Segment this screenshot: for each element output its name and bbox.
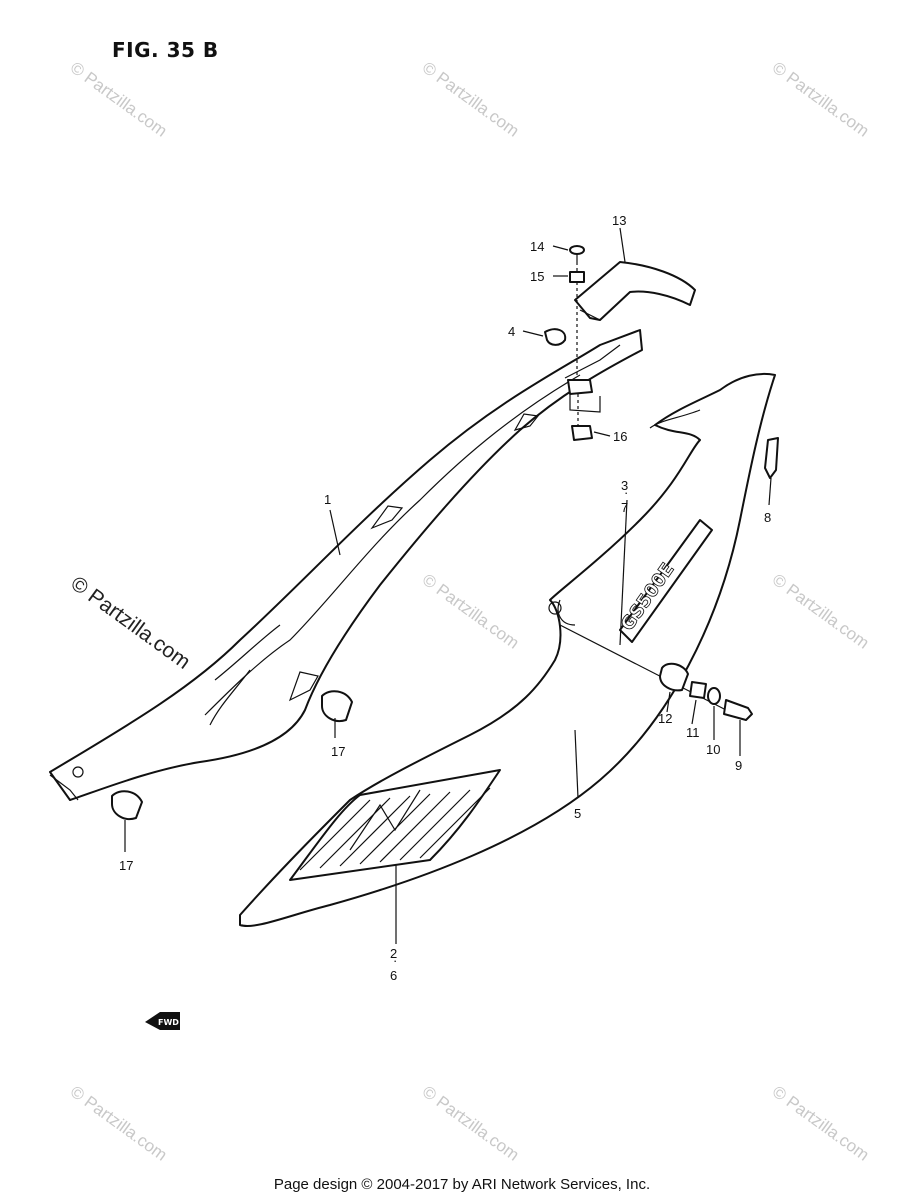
callout-15: 15 [530,269,544,284]
part-11-collar [689,681,707,699]
callout-6: 6 [390,968,397,983]
part-2-decal [289,769,501,881]
part-8-clip [764,437,779,479]
mount-bracket [567,379,593,395]
figure-title: FIG. 35 B [112,38,219,62]
callout-7: 7 [621,500,628,515]
callout-1: 1 [324,492,331,507]
fwd-arrow-icon: FWD [145,1012,180,1030]
part-5-frame-cover-right: GS500E [239,372,776,927]
part-14-screw [569,245,585,262]
part-13-rear-clamp [574,261,696,321]
callout-10: 10 [706,742,720,757]
part-10-washer [707,687,721,705]
part-17-grommet-b [111,790,143,820]
footer-copyright: Page design © 2004-2017 by ARI Network S… [273,1176,651,1193]
callout-16: 16 [613,429,627,444]
callout-13: 13 [612,213,626,228]
callout-17: 17 [119,858,133,873]
callout-17: 17 [331,744,345,759]
callout-9: 9 [735,758,742,773]
callout-2: 2 [390,946,397,961]
callout-12: 12 [658,711,672,726]
part-16-cushion [571,425,593,441]
part-12-grommet [659,662,689,692]
callout-8: 8 [764,510,771,525]
callout-4: 4 [508,324,515,339]
callout-3: 3 [621,478,628,493]
part-9-bolt [723,699,753,721]
callout-11: 11 [686,725,700,740]
callout-14: 14 [530,239,544,254]
fwd-label: FWD [158,1018,179,1027]
part-17-grommet-a [321,690,353,722]
callout-dot: · [393,953,397,968]
part-4-clip [544,328,567,346]
part-15-nut [569,271,585,283]
callout-dot: · [624,485,628,500]
callout-5: 5 [574,806,581,821]
